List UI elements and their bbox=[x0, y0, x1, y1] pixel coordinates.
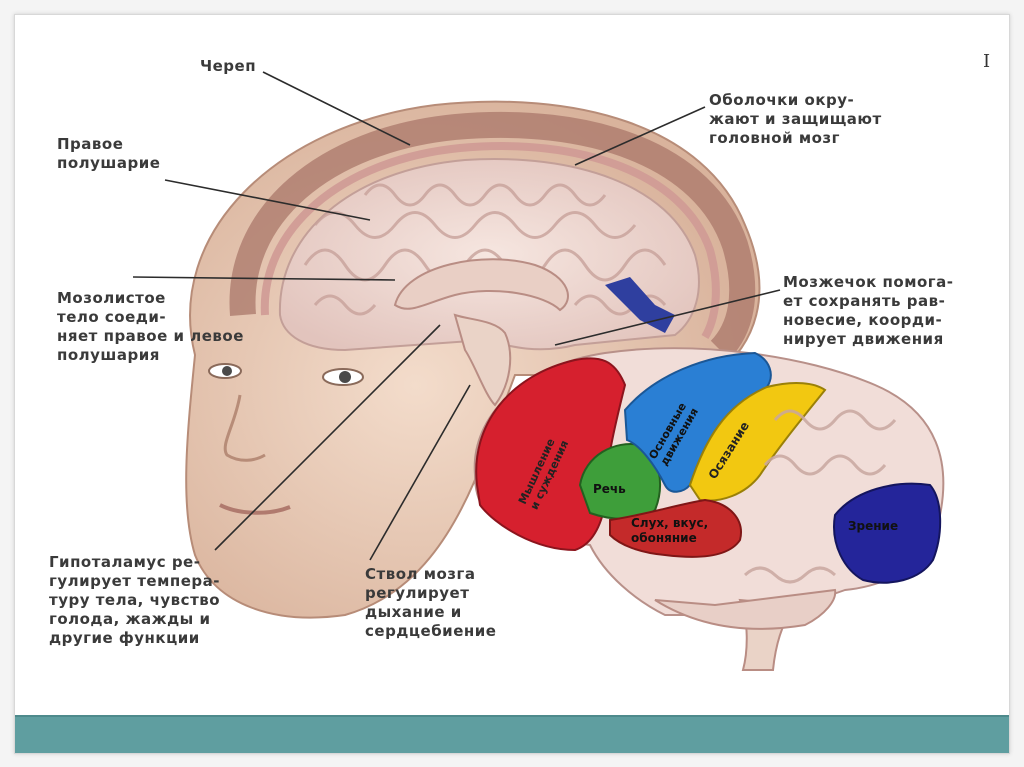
cerebellum-lateral bbox=[654, 588, 837, 630]
slide: Мышление и суждения Основные движения Ос… bbox=[14, 14, 1010, 754]
label-hypothalamus: Гипоталамус ре- гулирует темпера- туру т… bbox=[49, 553, 221, 647]
page-number: I bbox=[983, 51, 991, 72]
area-vision bbox=[833, 482, 942, 584]
leader-lines bbox=[132, 71, 781, 561]
label-corpus-callosum: Мозолистое тело соеди- няет правое и лев… bbox=[57, 289, 244, 364]
area-vision-label: Зрение bbox=[848, 519, 898, 533]
brain-illustration: Мышление и суждения Основные движения Ос… bbox=[132, 71, 945, 671]
nose bbox=[223, 394, 266, 462]
cerebellum-arrow-icon bbox=[605, 277, 675, 333]
area-hearing-label: Слух, вкус, обоняние bbox=[631, 516, 712, 545]
gyri-pattern bbox=[303, 183, 667, 316]
area-hearing bbox=[609, 498, 742, 558]
label-brainstem: Ствол мозга регулирует дыхание и сердцеб… bbox=[365, 565, 497, 640]
lateral-gyri bbox=[743, 409, 897, 584]
meninges-layer bbox=[260, 142, 720, 340]
label-skull: Череп bbox=[200, 57, 257, 75]
label-right-hemisphere: Правое полушарие bbox=[57, 135, 161, 172]
label-cerebellum: Мозжечок помога- ет сохранять рав- новес… bbox=[783, 273, 954, 348]
mouth bbox=[219, 503, 291, 515]
corpus-callosum bbox=[393, 258, 569, 312]
brainstem-sagittal bbox=[453, 313, 512, 407]
footer-bar bbox=[15, 715, 1009, 753]
area-speech-label: Речь bbox=[593, 482, 626, 496]
label-meninges: Оболочки окру- жают и защищают головной … bbox=[709, 91, 882, 147]
